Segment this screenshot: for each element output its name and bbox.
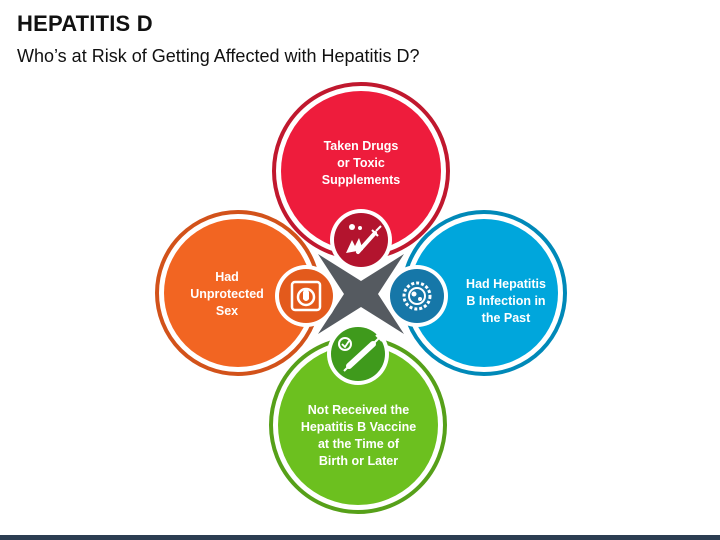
center-x-shape xyxy=(318,254,404,334)
footer-bar xyxy=(0,535,720,540)
petal-left xyxy=(155,210,321,376)
condom-icon xyxy=(275,265,337,327)
petal-left-text: Had Unprotected Sex xyxy=(190,270,264,318)
petal-right xyxy=(401,210,567,376)
virus-icon xyxy=(386,265,448,327)
petal-bottom-text: Not Received the Hepatitis B Vaccine at … xyxy=(300,403,417,468)
page-title: HEPATITIS D xyxy=(17,11,153,36)
petal-top xyxy=(272,82,450,260)
page-subtitle: Who’s at Risk of Getting Affected with H… xyxy=(17,46,420,66)
vaccine-syringe-icon xyxy=(327,323,389,385)
petal-top-text: Taken Drugs or Toxic Supplements xyxy=(321,139,401,187)
petal-right-text: Had Hepatitis B Infection in the Past xyxy=(466,277,546,325)
drugs-syringe-icon xyxy=(330,209,392,271)
